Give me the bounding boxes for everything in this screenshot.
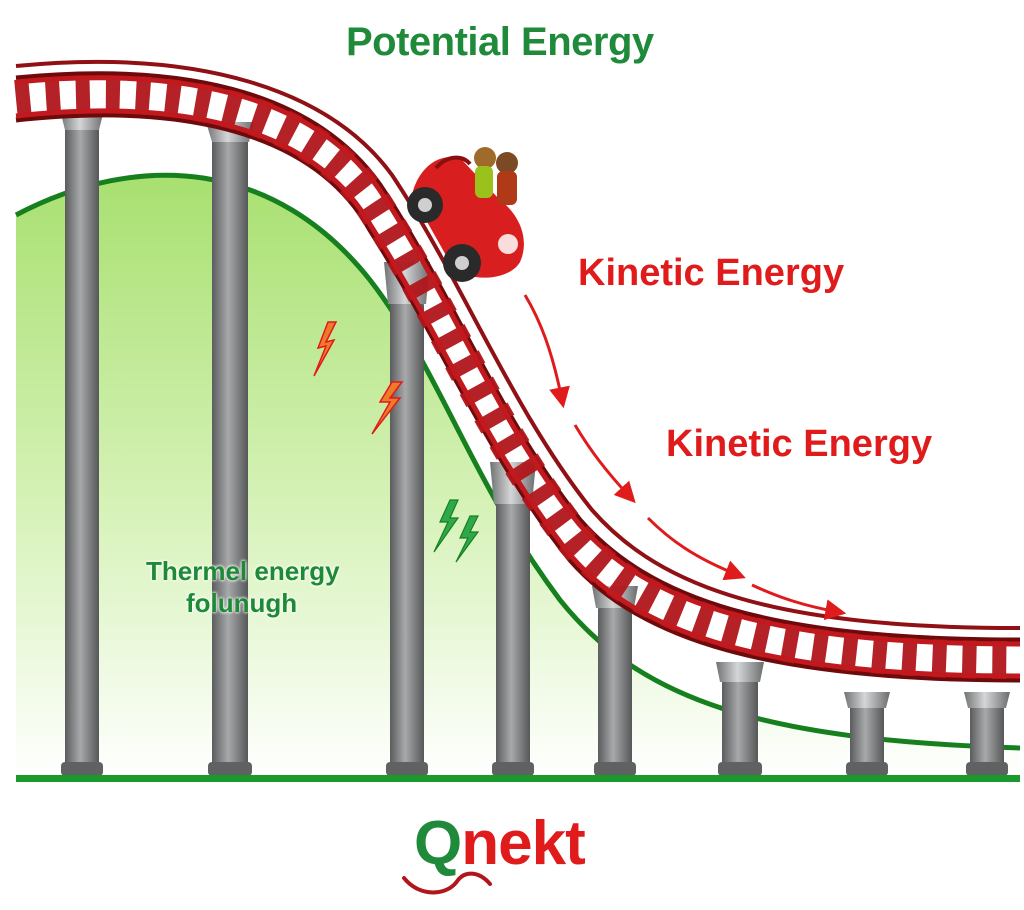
brand-logo: Qnekt	[414, 808, 586, 879]
pillar	[384, 262, 430, 776]
potential-energy-label: Potential Energy	[346, 20, 654, 64]
lightning-bolt-icon	[371, 381, 404, 435]
passenger	[474, 147, 518, 205]
brand-swirl-icon	[402, 871, 492, 895]
coaster-track	[14, 59, 1021, 683]
pillar	[490, 462, 536, 776]
thermal-sparks	[313, 321, 480, 563]
pillar	[716, 662, 764, 776]
brand-logo-text: nekt	[461, 809, 585, 878]
pillar	[206, 122, 254, 776]
roller-coaster-car-icon	[407, 147, 524, 282]
pillar	[844, 692, 890, 776]
kinetic-energy-label-lower: Kinetic Energy	[666, 423, 933, 465]
brand-logo-q: Q	[414, 809, 462, 878]
arrow-icon	[646, 516, 746, 581]
thermal-energy-label: Thermel energy	[146, 556, 340, 586]
ground-line	[16, 775, 1020, 782]
pillar	[592, 586, 638, 776]
pillar	[60, 110, 104, 776]
kinetic-arrows	[523, 294, 847, 621]
thermal-energy-sublabel: folunugh	[186, 588, 298, 618]
arrow-icon	[751, 583, 847, 621]
hill-area	[16, 175, 1020, 779]
pillar	[964, 692, 1010, 776]
lightning-bolt-icon	[313, 321, 338, 377]
lightning-bolt-icon	[433, 499, 460, 553]
kinetic-energy-label-upper: Kinetic Energy	[578, 252, 845, 294]
arrow-icon	[573, 424, 636, 504]
lightning-bolt-icon	[455, 515, 480, 563]
arrow-icon	[523, 294, 570, 409]
